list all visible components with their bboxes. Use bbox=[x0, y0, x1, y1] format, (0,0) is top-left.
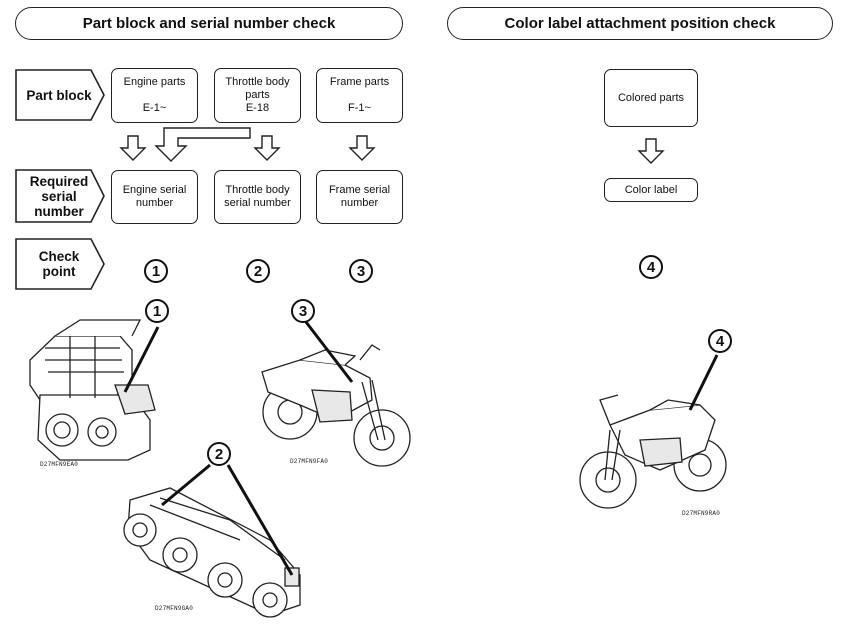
code-bike-right: D27MFN9RA0 bbox=[682, 510, 721, 517]
leader-line-3 bbox=[304, 321, 354, 383]
box-colored-parts-text: Colored parts bbox=[617, 91, 685, 104]
row-label-check-line1: Check bbox=[38, 249, 80, 264]
box-throttle-serial-line1: Throttle body bbox=[225, 184, 290, 196]
arrow-down-throttle bbox=[254, 135, 280, 161]
box-frame-serial-line1: Frame serial bbox=[328, 184, 391, 196]
motorcycle-frame-illustration bbox=[261, 344, 411, 467]
box-engine-serial-line1: Engine serial bbox=[122, 184, 187, 196]
box-color-label: Color label bbox=[604, 178, 698, 202]
callout-2-number: 2 bbox=[214, 445, 224, 463]
check-point-4-number: 4 bbox=[646, 258, 656, 276]
leader-line-1 bbox=[123, 326, 160, 393]
check-point-1-number: 1 bbox=[151, 262, 161, 280]
check-point-2-number: 2 bbox=[253, 262, 263, 280]
header-serial-check: Part block and serial number check bbox=[15, 7, 403, 40]
box-throttle-serial-line2: serial number bbox=[224, 197, 291, 209]
arrow-down-colored bbox=[638, 138, 664, 164]
box-throttle-parts-line1: Throttle body bbox=[225, 76, 290, 88]
leader-line-2b bbox=[226, 464, 294, 576]
box-throttle-body-parts: Throttle body parts E-18 bbox=[214, 68, 301, 123]
callout-4: 4 bbox=[707, 328, 733, 354]
check-point-3-number: 3 bbox=[356, 262, 366, 280]
box-engine-parts-line3: E-1~ bbox=[142, 102, 167, 114]
box-throttle-parts-line3: E-18 bbox=[245, 102, 270, 114]
check-point-2: 2 bbox=[245, 258, 271, 284]
callout-4-number: 4 bbox=[715, 332, 725, 350]
arrow-down-engine bbox=[120, 135, 146, 161]
box-frame-parts-line3: F-1~ bbox=[348, 102, 371, 114]
row-label-required-serial: Required serial number bbox=[15, 169, 105, 223]
box-frame-parts-line1: Frame parts bbox=[329, 76, 390, 88]
header-color-label-check: Color label attachment position check bbox=[447, 7, 833, 40]
leader-line-2a bbox=[161, 463, 211, 507]
box-engine-parts-line1: Engine parts bbox=[123, 76, 186, 88]
throttle-body-illustration bbox=[123, 487, 301, 618]
row-label-check-line2: point bbox=[42, 264, 76, 279]
box-throttle-serial: Throttle body serial number bbox=[214, 170, 301, 224]
row-label-required-line2: serial bbox=[41, 188, 77, 204]
box-engine-parts: Engine parts E-1~ bbox=[111, 68, 198, 123]
arrow-down-frame bbox=[349, 135, 375, 161]
row-label-part-block-text: Part block bbox=[26, 87, 92, 103]
box-frame-serial-line2: number bbox=[340, 197, 379, 209]
box-frame-serial: Frame serial number bbox=[316, 170, 403, 224]
check-point-1: 1 bbox=[143, 258, 169, 284]
callout-3-number: 3 bbox=[298, 302, 308, 320]
callout-1: 1 bbox=[144, 298, 170, 324]
leader-line-4 bbox=[688, 354, 719, 411]
callout-1-number: 1 bbox=[152, 302, 162, 320]
arrow-bent-throttle-to-engine bbox=[154, 127, 251, 162]
box-engine-serial: Engine serial number bbox=[111, 170, 198, 224]
engine-illustration bbox=[29, 319, 156, 461]
check-point-4: 4 bbox=[638, 254, 664, 280]
box-colored-parts: Colored parts bbox=[604, 69, 698, 127]
motorcycle-label-illustration bbox=[579, 394, 727, 509]
code-engine: D27MFN9EA0 bbox=[40, 461, 79, 468]
code-throttle: D27MFN9GA0 bbox=[155, 605, 194, 612]
code-frame: D27MFN9FA0 bbox=[290, 458, 329, 465]
callout-2: 2 bbox=[206, 441, 232, 467]
box-frame-parts: Frame parts F-1~ bbox=[316, 68, 403, 123]
box-color-label-text: Color label bbox=[624, 183, 678, 196]
row-label-required-line3: number bbox=[34, 203, 84, 219]
row-label-part-block: Part block bbox=[15, 69, 105, 121]
callout-3: 3 bbox=[290, 298, 316, 324]
box-engine-serial-line2: number bbox=[135, 197, 174, 209]
row-label-check-point: Check point bbox=[15, 238, 105, 290]
box-throttle-parts-line2: parts bbox=[245, 89, 270, 101]
row-label-required-line1: Required bbox=[29, 173, 89, 189]
check-point-3: 3 bbox=[348, 258, 374, 284]
